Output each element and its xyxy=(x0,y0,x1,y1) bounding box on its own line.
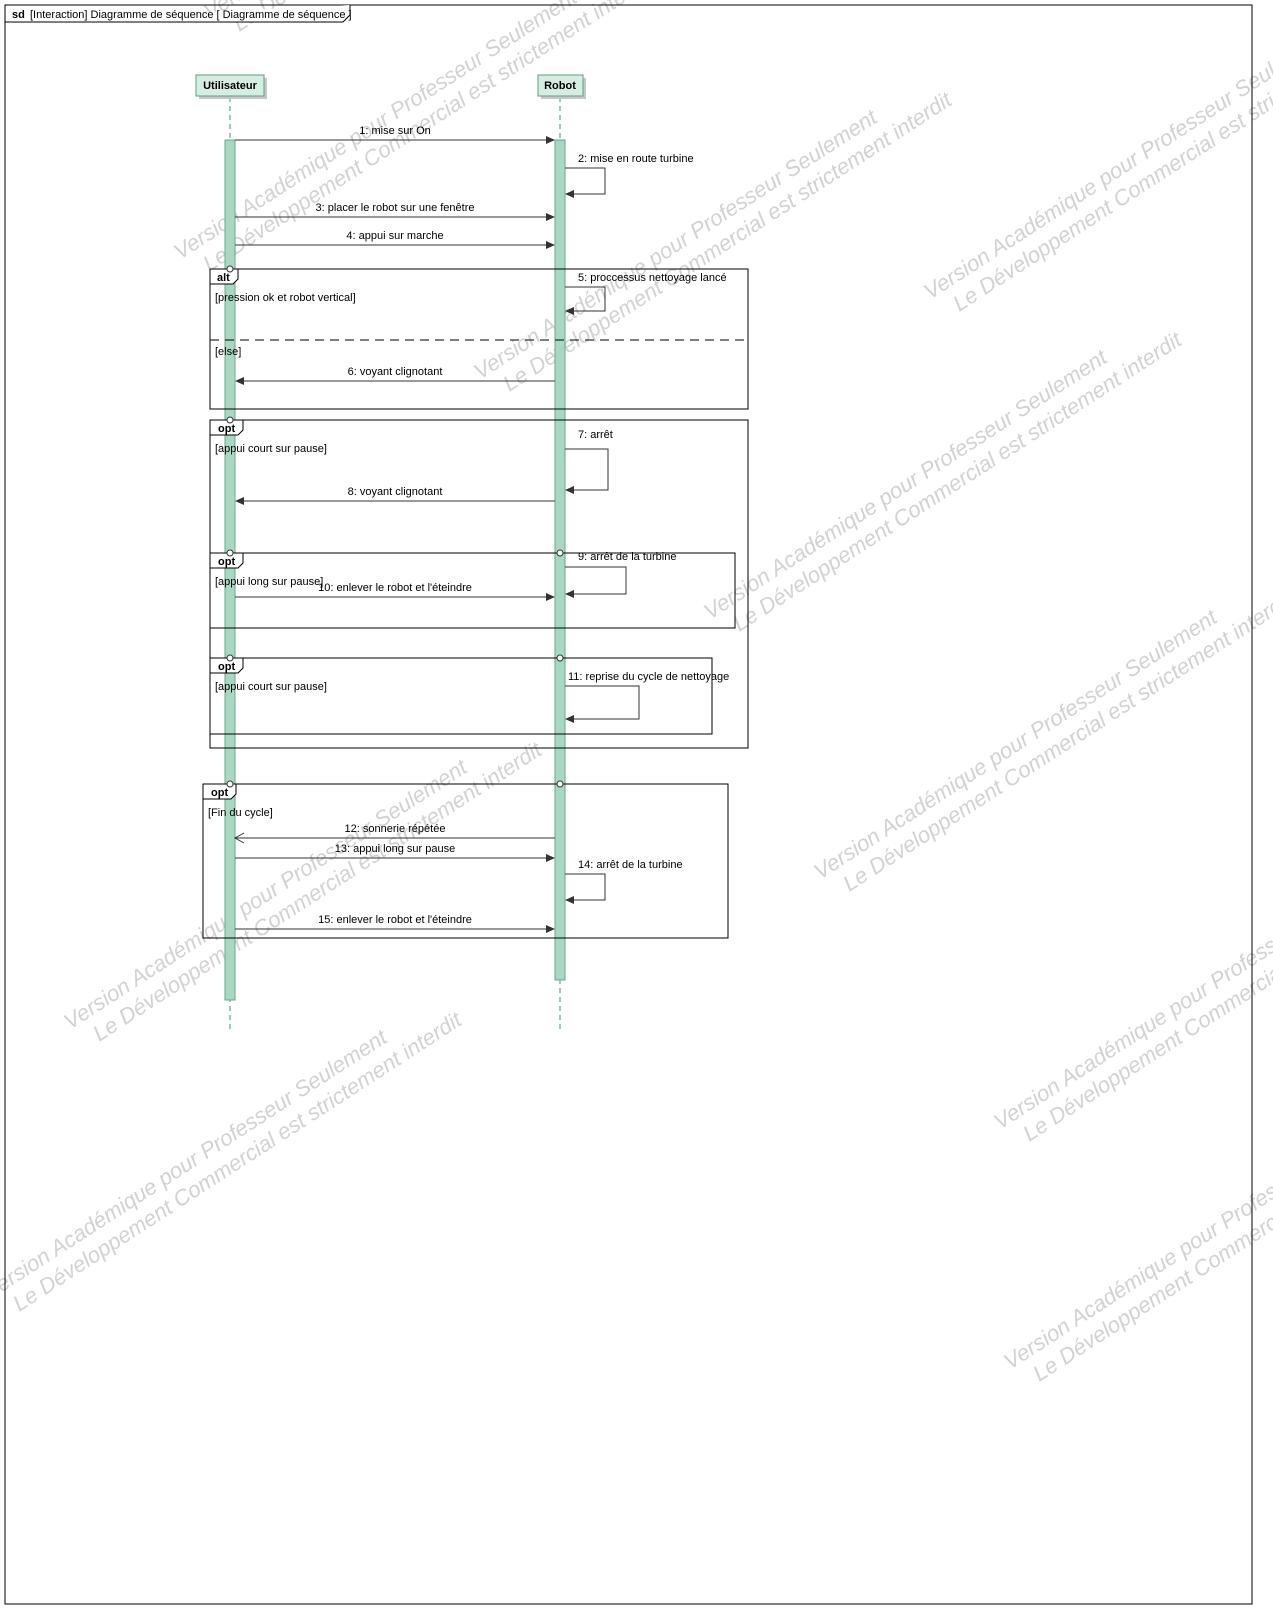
message-3[interactable]: 3: placer le robot sur une fenêtre xyxy=(235,202,555,221)
arrowhead xyxy=(565,486,574,494)
arrowhead xyxy=(565,307,574,315)
message-8[interactable]: 8: voyant clignotant xyxy=(235,486,555,505)
fragment-opt-fin-cycle: opt [Fin du cycle] xyxy=(202,783,729,939)
message-5[interactable]: 5: proccessus nettoyage lancé xyxy=(565,272,727,315)
message-15[interactable]: 15: enlever le robot et l'éteindre xyxy=(235,914,555,933)
fragment-operator: opt xyxy=(218,556,235,568)
watermark-text: Version Académique pour Professeur Seule… xyxy=(469,86,957,396)
watermark-text: Version Académique pour Professeur Seule… xyxy=(809,586,1273,896)
message-4[interactable]: 4: appui sur marche xyxy=(235,230,555,249)
participant-utilisateur[interactable]: Utilisateur xyxy=(195,74,267,99)
message-label: 1: mise sur On xyxy=(359,125,431,137)
fragment-anchors xyxy=(226,265,564,788)
watermark-text: Version Académique pour Professeur Seule… xyxy=(989,836,1273,1146)
arrowhead xyxy=(546,213,555,221)
fragment-operator: opt xyxy=(218,423,235,435)
svg-text:Version Académique pour Profes: Version Académique pour Professeur Seule… xyxy=(919,24,1273,304)
svg-text:Version Académique pour Profes: Version Académique pour Professeur Seule… xyxy=(469,104,882,384)
fragment-guard: [appui long sur pause] xyxy=(215,576,323,588)
diagram-title: [Interaction] Diagramme de séquence [ Di… xyxy=(30,9,352,21)
self-message-loop xyxy=(565,286,606,312)
watermark-text: Version Académique pour Professeur Seule… xyxy=(699,326,1187,636)
fragment-operator: opt xyxy=(211,787,228,799)
fragment-guard: [Fin du cycle] xyxy=(208,807,273,819)
svg-text:Le Développement Commercial es: Le Développement Commercial est strictem… xyxy=(728,326,1186,636)
watermark-text: Version Académique pour Professeur Seule… xyxy=(59,736,547,1046)
message-label: 8: voyant clignotant xyxy=(348,486,443,498)
message-label: 13: appui long sur pause xyxy=(335,843,455,855)
message-label: 10: enlever le robot et l'éteindre xyxy=(318,582,472,594)
watermark-text: Version Académique pour Professeur Seule… xyxy=(919,6,1273,316)
arrowhead xyxy=(546,854,555,862)
message-1[interactable]: 1: mise sur On xyxy=(235,125,555,144)
participant-label: Utilisateur xyxy=(203,80,258,92)
watermark-text: Version Académique pour Professeur Seule… xyxy=(169,0,657,276)
self-message-loop xyxy=(565,448,609,491)
fragment-alt: alt [pression ok et robot vertical] [els… xyxy=(209,268,749,410)
svg-text:Le Développement Commercial es: Le Développement Commercial est strictem… xyxy=(1018,836,1273,1146)
message-label: 6: voyant clignotant xyxy=(348,366,443,378)
message-label: 3: placer le robot sur une fenêtre xyxy=(316,202,475,214)
fragment-guard: [appui court sur pause] xyxy=(215,681,327,693)
fragment-operator: opt xyxy=(218,661,235,673)
fragment-else-guard: [else] xyxy=(215,346,241,358)
message-label: 15: enlever le robot et l'éteindre xyxy=(318,914,472,926)
arrowhead xyxy=(546,593,555,601)
svg-text:Version Académique pour Profes: Version Académique pour Professeur Seule… xyxy=(809,604,1222,884)
self-message-loop xyxy=(565,566,627,595)
arrowhead xyxy=(565,190,574,198)
message-14[interactable]: 14: arrêt de la turbine xyxy=(565,859,683,904)
self-message-loop xyxy=(565,873,606,901)
diagram-frame-tab xyxy=(5,5,351,23)
message-10[interactable]: 10: enlever le robot et l'éteindre xyxy=(235,582,555,601)
participant-robot[interactable]: Robot xyxy=(537,74,586,99)
svg-text:Le Développement Commercial es: Le Développement Commercial est strictem… xyxy=(88,736,546,1046)
arrowhead xyxy=(235,377,244,385)
message-6[interactable]: 6: voyant clignotant xyxy=(235,366,555,385)
arrowhead xyxy=(546,241,555,249)
diagram-kind-label: sd xyxy=(12,9,25,21)
message-9[interactable]: 9: arrêt de la turbine xyxy=(565,551,676,598)
messages-layer: 1: mise sur On 2: mise en route turbine 3:… xyxy=(233,125,729,933)
fragment-opt-long-pause: opt [appui long sur pause] xyxy=(209,552,736,629)
participant-label: Robot xyxy=(544,80,576,92)
arrowhead xyxy=(565,590,574,598)
message-label: 2: mise en route turbine xyxy=(578,153,694,165)
svg-text:Version Académique pour Profes: Version Académique pour Professeur Seule… xyxy=(59,754,472,1034)
arrowhead xyxy=(565,715,574,723)
fragment-guard: [pression ok et robot vertical] xyxy=(215,292,356,304)
message-2[interactable]: 2: mise en route turbine xyxy=(565,153,694,198)
watermark-text: Version Académique pour Professeur Seule… xyxy=(0,1006,467,1316)
arrowhead xyxy=(235,497,244,505)
arrowhead xyxy=(546,136,555,144)
message-12[interactable]: 12: sonnerie répétée xyxy=(233,823,555,844)
arrowhead xyxy=(565,896,574,904)
fragment-operator: alt xyxy=(217,272,230,284)
svg-text:Le Développement Commercial es: Le Développement Commercial est strictem… xyxy=(498,86,956,396)
message-11[interactable]: 11: reprise du cycle de nettoyage xyxy=(565,671,729,723)
fragment-opt-court-pause-2: opt [appui court sur pause] xyxy=(209,657,713,735)
activation-robot xyxy=(554,139,566,981)
self-message-loop xyxy=(565,167,606,195)
message-label: 12: sonnerie répétée xyxy=(345,823,446,835)
watermark-layer: Version Académique pour Professeur Seule… xyxy=(0,0,1273,1386)
diagram-frame xyxy=(4,4,1253,1605)
arrowhead xyxy=(546,925,555,933)
message-label: 9: arrêt de la turbine xyxy=(578,551,676,563)
message-7[interactable]: 7: arrêt xyxy=(565,429,613,494)
message-label: 11: reprise du cycle de nettoyage xyxy=(568,671,729,683)
message-label: 5: proccessus nettoyage lancé xyxy=(578,272,727,284)
message-label: 14: arrêt de la turbine xyxy=(578,859,683,871)
fragment-opt-court-pause: opt [appui court sur pause] xyxy=(209,419,749,749)
message-label: 7: arrêt xyxy=(578,429,613,441)
fragment-guard: [appui court sur pause] xyxy=(215,443,327,455)
svg-text:Le Développement Commercial es: Le Développement Commercial est strictem… xyxy=(8,1006,466,1316)
message-13[interactable]: 13: appui long sur pause xyxy=(235,843,555,862)
self-message-loop xyxy=(565,685,640,720)
activation-utilisateur xyxy=(224,139,236,1001)
svg-text:Version Académique pour Profes: Version Académique pour Professeur Seule… xyxy=(699,344,1112,624)
message-label: 4: appui sur marche xyxy=(346,230,443,242)
